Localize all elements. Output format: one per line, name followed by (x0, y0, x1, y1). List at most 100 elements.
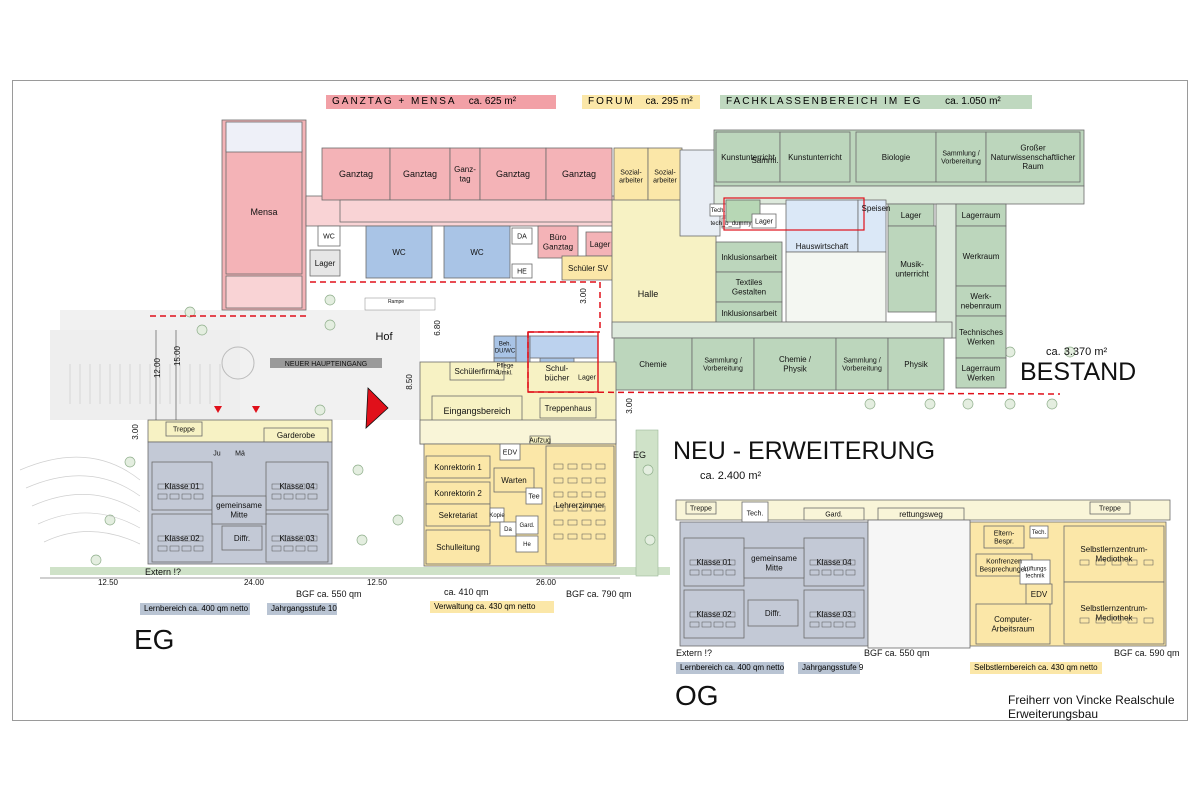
room-schuelerfirma (449, 361, 505, 381)
room-label-treppe-eg: Treppe (173, 426, 195, 433)
room-label-sozial-1: Sozial-arbeiter (619, 169, 643, 184)
legend-ganztag-label: GANZTAG + MENSA (332, 96, 456, 107)
entrance-arrow-icon (365, 387, 389, 429)
tree-icon (90, 554, 102, 566)
room-label-wc-c: WC (470, 248, 484, 257)
desk-icon (701, 621, 712, 628)
desk-icon (1143, 617, 1154, 624)
room-label-schuelerfirma: Schülerfirma (455, 367, 500, 376)
desk-icon (567, 477, 578, 484)
desk-icon (553, 477, 564, 484)
room-label-eltern: Eltern-Bespr. (994, 530, 1015, 545)
desk-icon (271, 545, 282, 552)
desk-icon (193, 493, 204, 500)
legend-fachklassen-label: FACHKLASSENBEREICH IM EG (726, 96, 923, 107)
room-label-sozial-2: Sozial-arbeiter (653, 169, 677, 184)
desk-icon (193, 545, 204, 552)
entrance-marker-icon (214, 406, 222, 413)
room-gem-mitte-og (743, 547, 805, 579)
room-label-schueler-sv: Schüler SV (568, 264, 609, 273)
room-label-klasse01-og: Klasse 01 (696, 558, 732, 567)
room-label-ganztag-5: Ganztag (562, 169, 596, 179)
og-extern: Extern !? (676, 648, 713, 658)
path-curve (37, 512, 141, 529)
tree-icon (1064, 346, 1076, 358)
desk-icon (821, 569, 832, 576)
dimension-label: 26.00 (536, 578, 557, 587)
room-label-warten: Warten (501, 476, 527, 485)
legend-forum: FORUM ca. 295 m² (582, 95, 700, 109)
neu-area: ca. 2.400 m² (700, 470, 762, 482)
room-musik (887, 225, 937, 313)
room-label-tee: Tee (528, 493, 539, 500)
dimension-label: 12.00 (153, 357, 162, 378)
room-label-lagerraum-a: Lagerraum (962, 211, 1001, 220)
og-tag-jahrgang: Jahrgangsstufe 9 (798, 662, 863, 674)
room-konrektorin1 (425, 455, 491, 479)
room-label-hauswirtschaft: Hauswirtschaft (796, 242, 849, 251)
legend-ganztag: GANZTAG + MENSA ca. 625 m² (326, 95, 556, 109)
fach-right-corridor (935, 203, 957, 339)
room-label-schulleitung: Schulleitung (436, 543, 480, 552)
desk-icon (581, 533, 592, 540)
room-schulleitung (425, 529, 491, 565)
room-aufzug (529, 435, 551, 445)
tree-icon (314, 404, 326, 416)
room-treppe-og2 (1089, 501, 1131, 515)
desk-icon (581, 519, 592, 526)
eg-bgf-left: BGF ca. 550 qm (296, 589, 362, 599)
desk-icon (821, 621, 832, 628)
desk-icon (283, 545, 294, 552)
room-computer (975, 603, 1051, 645)
room-kunst-1 (715, 131, 781, 183)
desk-icon (295, 483, 306, 490)
room-klasse04-eg (265, 461, 329, 511)
desk-icon (553, 463, 564, 470)
tree-icon (1004, 346, 1016, 358)
speisen-kitchen (725, 199, 761, 223)
room-gard (515, 515, 539, 535)
dimension-label: 6.80 (433, 320, 442, 336)
room-he (511, 263, 533, 279)
desk-icon (725, 569, 736, 576)
eg-title: EG (134, 624, 175, 655)
room-label-werkraum: Werkraum (963, 252, 1000, 261)
desk-icon (181, 493, 192, 500)
room-label-ganztag-1: Ganztag (339, 169, 373, 179)
room-label-edv-og: EDV (1031, 590, 1048, 599)
room-label-lager-e: Lager (578, 374, 597, 381)
room-label-klasse01-eg: Klasse 01 (164, 482, 200, 491)
room-kopie (489, 507, 505, 523)
pink-corridor-2 (339, 199, 615, 223)
neuer-haupteingang-label: NEUER HAUPTEINGANG (285, 361, 367, 368)
room-label-he2: He (523, 542, 531, 548)
room-treppe-og1 (685, 501, 717, 515)
room-label-tech-b-dummy: tech_b_dummy (710, 221, 751, 227)
tree-icon (1004, 398, 1016, 410)
desk-icon (193, 535, 204, 542)
room-label-garderobe: Garderobe (277, 431, 316, 440)
legend-ganztag-area: ca. 625 m² (468, 96, 517, 107)
og-bgf-left: BGF ca. 550 qm (864, 648, 930, 658)
desk-icon (1095, 559, 1106, 566)
room-label-ganztag-4: Ganztag (496, 169, 530, 179)
desk-icon (295, 545, 306, 552)
desk-icon (581, 463, 592, 470)
og-bgf-right: BGF ca. 590 qm (1114, 648, 1180, 658)
room-treppenhaus (539, 397, 597, 419)
dimension-label: 12.50 (98, 578, 119, 587)
desk-icon (1111, 559, 1122, 566)
room-label-sz1: Selbstlernzentrum-Mediothek (1080, 545, 1147, 563)
room-diffr-eg (221, 525, 263, 551)
tree-icon (352, 464, 364, 476)
legend-forum-label: FORUM (588, 96, 635, 107)
tree-icon (184, 306, 196, 318)
room-chemie (613, 337, 693, 391)
desk-icon (1079, 559, 1090, 566)
room-label-biologie: Biologie (882, 153, 911, 162)
room-label-computer: Computer-Arbeitsraum (991, 615, 1034, 633)
room-werkraum (955, 225, 1007, 287)
parking-area (50, 330, 240, 420)
desk-icon (271, 483, 282, 490)
